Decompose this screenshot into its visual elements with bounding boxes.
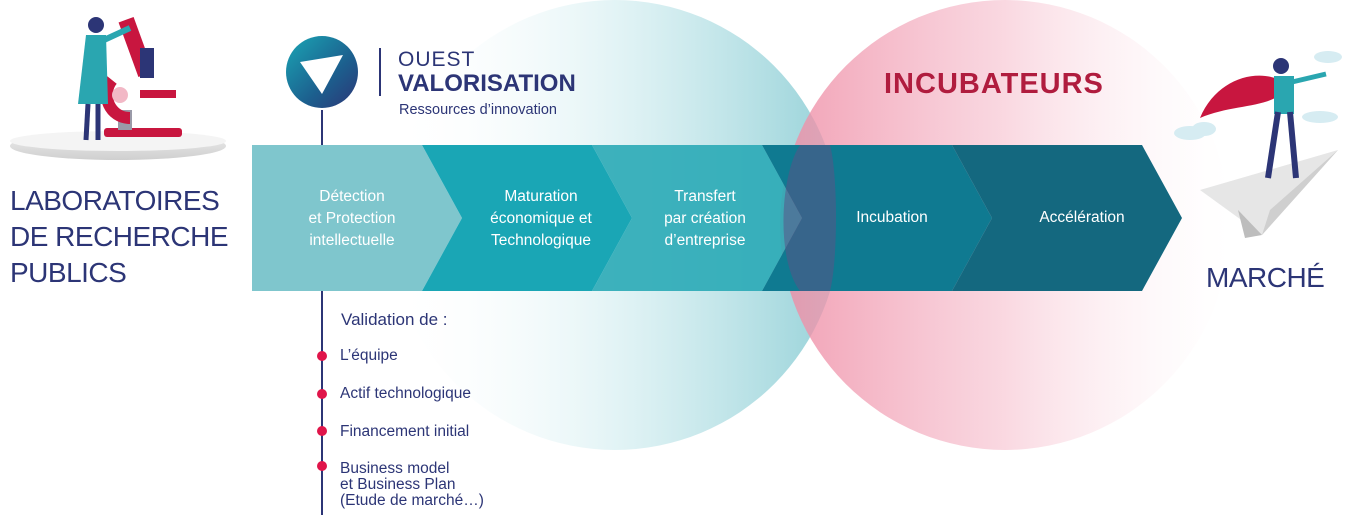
step-5-chevron: [952, 145, 1182, 291]
label-line: LABORATOIRES: [10, 185, 220, 216]
validation-item: Financement initial: [340, 423, 470, 440]
step-1-chevron: [252, 145, 462, 291]
label-line: DE RECHERCHE: [10, 221, 229, 252]
public-research-labs-label: LABORATOIRES DE RECHERCHE PUBLICS: [10, 183, 229, 291]
brand-tagline: Ressources d’innovation: [399, 102, 557, 118]
validation-item: Actif technologique: [340, 385, 471, 402]
bullet-dot: [317, 351, 327, 361]
step-acceleration-label: Accélération: [1039, 209, 1125, 226]
bullet-dot: [317, 426, 327, 436]
bullet-dot: [317, 461, 327, 471]
step-3-chevron: [592, 145, 802, 291]
incubators-title: INCUBATEURS: [884, 68, 1104, 100]
ouest-valorisation-logo: [286, 36, 381, 108]
bullet-dot: [317, 389, 327, 399]
step-incubation-label: Incubation: [856, 209, 928, 226]
process-band: [252, 145, 1182, 291]
validation-item: L’équipe: [340, 347, 398, 364]
hero-illustration: [1174, 51, 1342, 238]
validation-title: Validation de :: [341, 310, 448, 329]
brand-name-line1: OUEST: [398, 48, 476, 71]
overlap-lens: [783, 145, 836, 291]
validation-item: Business model et Business Plan (Etude d…: [340, 460, 484, 509]
market-label: MARCHÉ: [1206, 262, 1325, 293]
step-maturation-label: Maturation économique et Technologique: [490, 188, 592, 249]
step-2-chevron: [422, 145, 632, 291]
step-detection-label: Détection et Protection intellectuelle: [308, 188, 396, 249]
label-line: PUBLICS: [10, 257, 127, 288]
step-transfer-label: Transfert par création d’entreprise: [664, 188, 746, 249]
scientist-illustration: [10, 17, 226, 160]
brand-name-line2: VALORISATION: [398, 70, 576, 97]
